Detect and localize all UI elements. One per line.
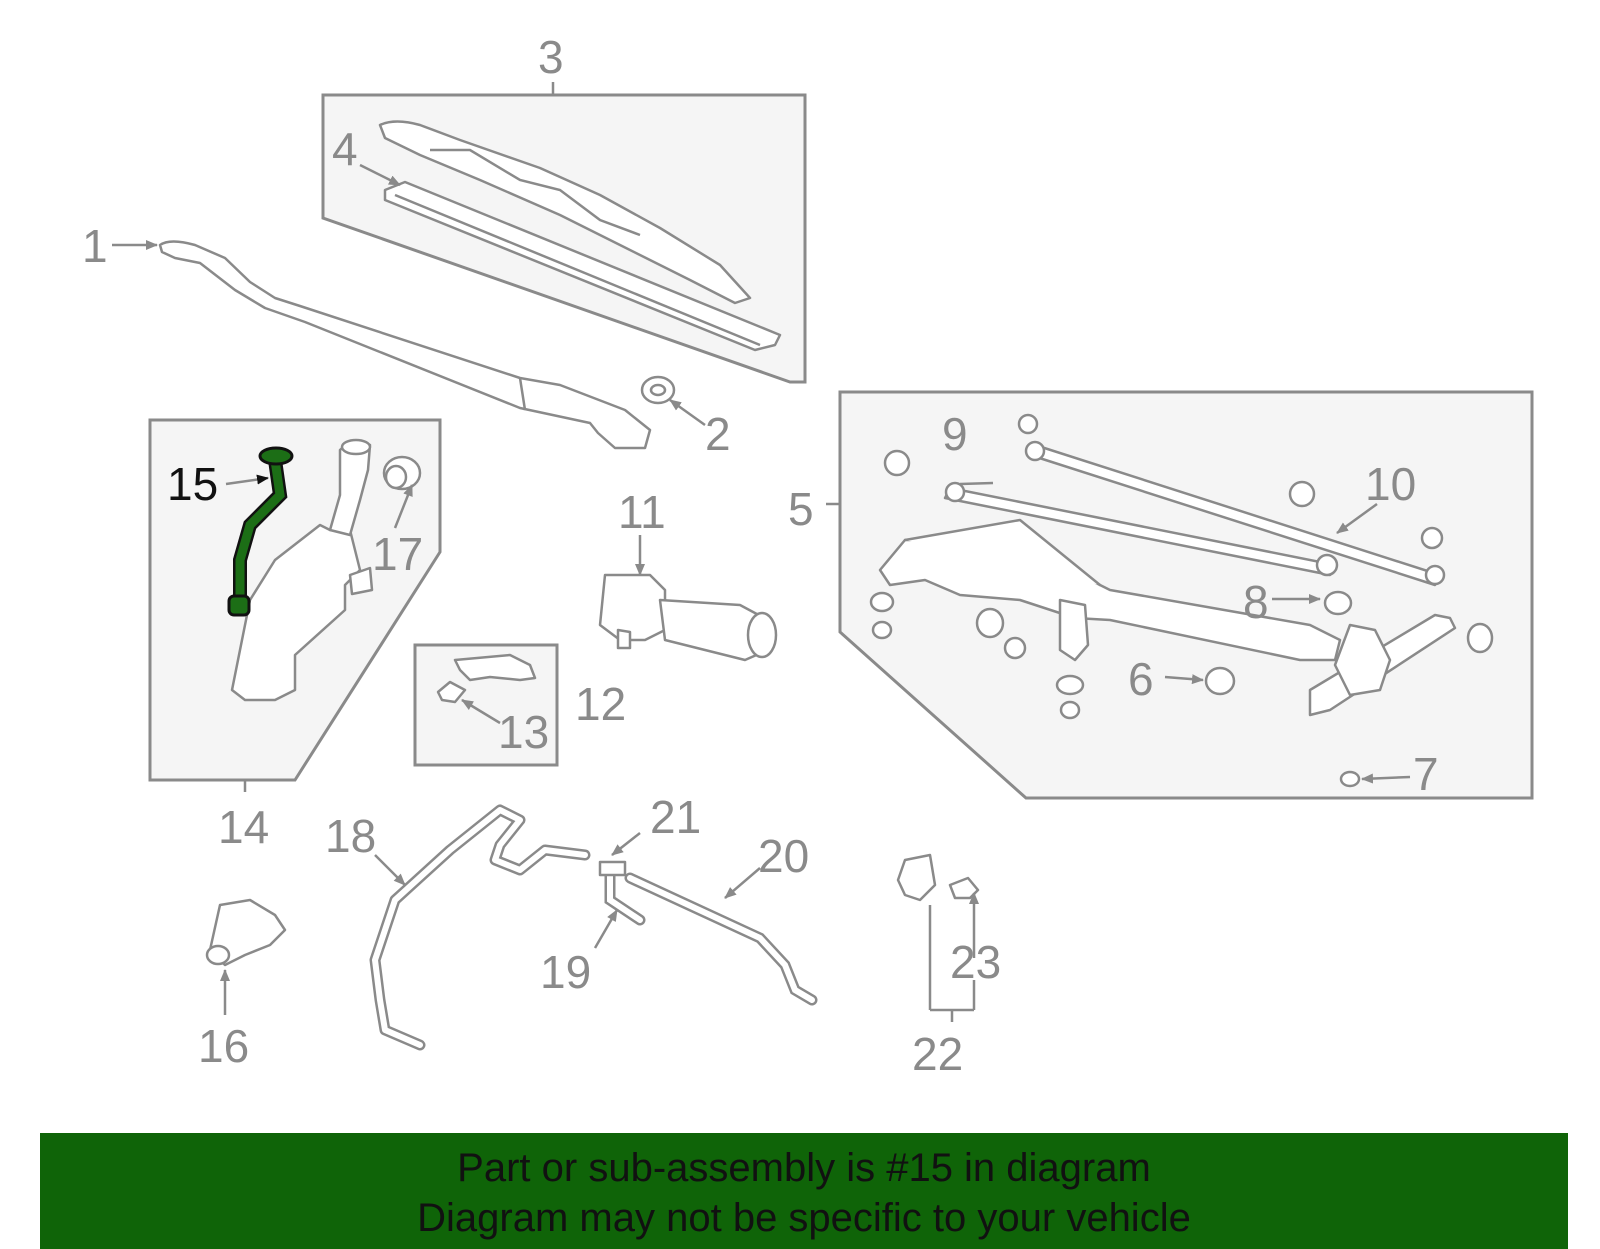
callout-6: 6	[1128, 653, 1154, 705]
hose-joint	[598, 860, 627, 877]
banner-line-2: Diagram may not be specific to your vehi…	[417, 1196, 1191, 1240]
wiper-motor	[598, 573, 778, 662]
callout-17: 17	[372, 528, 423, 580]
grommet	[382, 455, 422, 491]
callout-3: 3	[538, 31, 564, 83]
callout-7: 7	[1413, 748, 1439, 800]
callout-15[interactable]: 15	[167, 458, 218, 510]
callout-11: 11	[618, 486, 666, 538]
callout-8: 8	[1243, 576, 1269, 628]
washer-reservoir	[230, 438, 374, 702]
callout-18: 18	[325, 810, 376, 862]
wiper-arm	[158, 240, 652, 450]
callout-labels: 1 2 3 4 5 6 7 8 9 10 11 12 13 14 15 16 1…	[82, 31, 1439, 1080]
washer-pump	[205, 898, 287, 967]
wiper-blade	[378, 120, 752, 305]
callout-4: 4	[332, 123, 358, 175]
callout-16: 16	[198, 1020, 249, 1072]
callout-22: 22	[912, 1028, 963, 1080]
callout-20: 20	[758, 830, 809, 882]
banner-line-1: Part or sub-assembly is #15 in diagram	[457, 1146, 1151, 1190]
leader-arrows	[112, 163, 1411, 1015]
callout-10: 10	[1365, 458, 1416, 510]
washer-nozzle	[436, 653, 537, 704]
info-banner: Part or sub-assembly is #15 in diagram D…	[40, 1133, 1568, 1249]
wiper-linkage	[878, 413, 1457, 717]
callout-21: 21	[650, 791, 701, 843]
callout-12: 12	[575, 678, 626, 730]
callout-2: 2	[705, 408, 731, 460]
callout-9: 9	[942, 408, 968, 460]
callout-13: 13	[498, 706, 549, 758]
filler-neck-highlighted[interactable]	[227, 446, 294, 617]
washer	[640, 375, 676, 405]
spray-nozzles	[896, 853, 980, 1022]
callout-1: 1	[82, 220, 108, 272]
linkage-box	[826, 390, 1534, 800]
callout-19: 19	[540, 946, 591, 998]
callout-23: 23	[950, 936, 1001, 988]
blade-insert	[383, 180, 782, 352]
washer-hose	[369, 804, 818, 1051]
callout-14: 14	[218, 801, 269, 853]
bushing-parts	[869, 590, 1494, 788]
callout-5: 5	[788, 483, 814, 535]
